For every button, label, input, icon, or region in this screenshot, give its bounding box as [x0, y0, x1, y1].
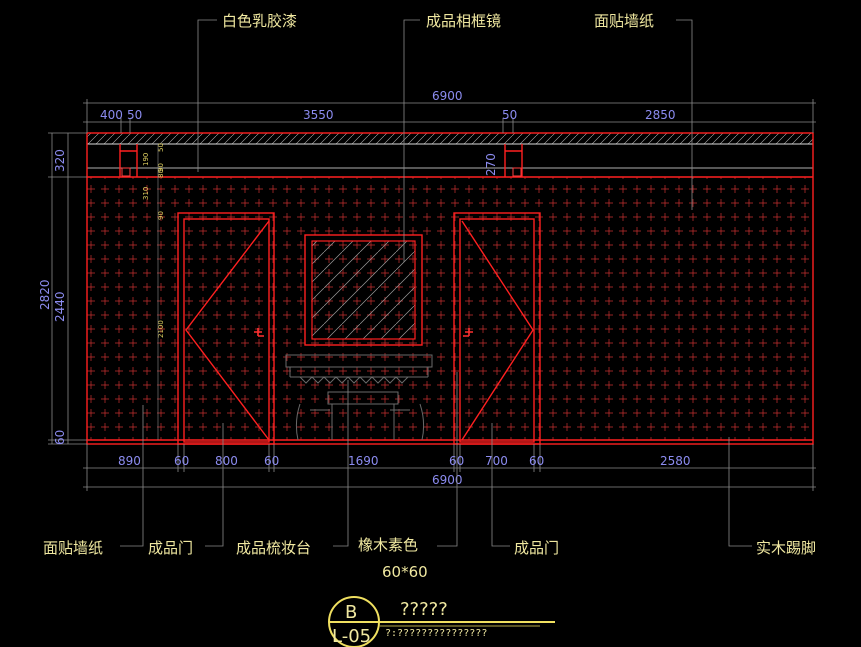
wall-outline: [86, 132, 814, 445]
label-mirror: 成品相框镜: [426, 12, 501, 30]
label-oak: 橡木素色: [358, 536, 418, 554]
label-door-left: 成品门: [148, 539, 193, 557]
dim-small-310: 310: [142, 187, 150, 200]
bottom-leaders: [120, 372, 752, 547]
dim-bottom-60d: 60: [529, 454, 544, 468]
dim-small-80: 80: [157, 169, 165, 178]
dim-small-50: 50: [157, 143, 165, 152]
title-tag: [328, 596, 555, 647]
dim-top-50b: 50: [502, 108, 517, 122]
dim-side-60: 60: [53, 430, 67, 445]
label-oak-size: 60*60: [382, 563, 428, 581]
dim-bottom-890: 890: [118, 454, 141, 468]
dim-bottom-60a: 60: [174, 454, 189, 468]
dim-small-2100: 2100: [157, 320, 165, 338]
door-right: [453, 212, 541, 445]
dim-bottom-1690: 1690: [348, 454, 379, 468]
dim-side-320: 320: [53, 149, 67, 172]
dim-bottom-800: 800: [215, 454, 238, 468]
label-skirting: 实木踢脚: [756, 539, 816, 557]
dim-top-2850: 2850: [645, 108, 676, 122]
dim-side-270: 270: [484, 153, 498, 176]
door-left: [177, 212, 275, 445]
top-dimensions: [83, 99, 816, 133]
dim-side-2820: 2820: [38, 279, 52, 310]
dim-bottom-2580: 2580: [660, 454, 691, 468]
wallpaper-area: [87, 177, 813, 440]
dim-bottom-60b: 60: [264, 454, 279, 468]
dim-bottom-700: 700: [485, 454, 508, 468]
framed-mirror: [304, 234, 423, 346]
dim-top-total: 6900: [432, 89, 463, 103]
title-tag-title: ?????: [400, 599, 448, 620]
title-tag-sheet: L-05: [332, 626, 371, 647]
label-wallpaper-bottom: 面贴墙纸: [43, 539, 103, 557]
label-wallpaper-top: 面贴墙纸: [594, 12, 654, 30]
title-tag-subtitle: ?:???????????????: [385, 628, 487, 639]
dim-small-90a: 90: [157, 211, 165, 220]
dim-top-400: 400: [100, 108, 123, 122]
dim-small-190: 190: [142, 153, 150, 166]
dim-small-90b: 90: [157, 163, 165, 172]
label-vanity: 成品梳妆台: [236, 539, 311, 557]
ceiling-hatch: [86, 132, 814, 145]
label-door-right: 成品门: [514, 539, 559, 557]
side-dimensions: [48, 132, 87, 445]
ceiling-soffit: [87, 143, 813, 178]
vanity-table: [285, 354, 433, 441]
title-tag-letter: B: [345, 602, 357, 623]
dim-top-3550: 3550: [303, 108, 334, 122]
bottom-dimensions: [83, 444, 816, 491]
dim-top-50a: 50: [127, 108, 142, 122]
label-white-paint: 白色乳胶漆: [222, 12, 297, 30]
top-leaders: [197, 19, 693, 262]
dim-bottom-total: 6900: [432, 473, 463, 487]
dim-side-2440: 2440: [53, 291, 67, 322]
